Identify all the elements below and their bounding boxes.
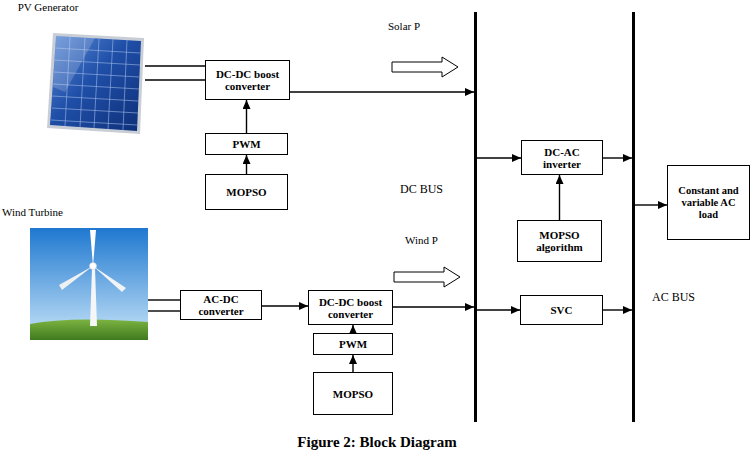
figure-caption: Figure 2: Block Diagram: [0, 434, 754, 451]
wind-turbine-illustration: [30, 228, 148, 340]
connector-arrow: [352, 325, 353, 333]
box-label: MOPSO algorithm: [521, 229, 598, 253]
connector-arrow: [352, 355, 353, 372]
node-label: AC BUS: [652, 290, 695, 305]
connector-arrow: [559, 175, 560, 220]
connector-arrow: [603, 309, 632, 310]
connector-arrow: [145, 66, 205, 80]
node-label: PV Generator: [17, 0, 79, 14]
wire-line: [145, 79, 205, 80]
flow-label: Wind P: [405, 234, 438, 246]
connector-arrow: [246, 155, 247, 174]
converter-box: DC-DC boost converter: [205, 60, 290, 100]
box-label: MOPSO: [226, 186, 266, 198]
box-label: DC-DC boost converter: [312, 296, 389, 320]
inverter-box: DC-AC inverter: [521, 140, 603, 175]
svc-box: SVC: [520, 295, 603, 325]
load-box: Constant and variable AC load: [667, 165, 750, 240]
connector-arrow: [603, 157, 632, 158]
wire-line: [145, 65, 205, 66]
box-label: DC-DC boost converter: [209, 68, 286, 92]
node-label: DC BUS: [400, 182, 443, 197]
power-flow-arrow: [390, 56, 462, 78]
power-flow-arrow: [392, 266, 464, 288]
ac-bus: AC BUS: [632, 12, 635, 422]
box-label: Constant and variable AC load: [671, 185, 746, 221]
box-label: SVC: [550, 304, 572, 316]
solar-panel-illustration: [45, 32, 145, 135]
connector-arrow: [477, 309, 520, 310]
controller-box: MOPSO algorithm: [517, 220, 602, 262]
converter-box: AC-DC converter: [180, 290, 262, 320]
pwm-box: PWM: [313, 333, 393, 355]
box-label: PWM: [232, 138, 260, 150]
box-label: MOPSO: [333, 388, 373, 400]
controller-box: MOPSO: [205, 174, 288, 210]
wind-turbine: Wind Turbine: [30, 228, 148, 340]
converter-box: DC-DC boost converter: [308, 290, 393, 325]
node-label: Wind Turbine: [2, 206, 63, 218]
connector-arrow: [393, 306, 474, 307]
wire-line: [148, 299, 180, 300]
connector-arrow: [246, 100, 247, 133]
connector-arrow: [290, 91, 474, 92]
connector-arrow: [148, 300, 180, 311]
box-label: DC-AC inverter: [525, 146, 599, 170]
flow-label: Solar P: [388, 20, 420, 32]
controller-box: MOPSO: [313, 372, 393, 415]
connector-arrow: [635, 204, 667, 205]
dc-bus: DC BUS: [474, 12, 477, 422]
connector-arrow: [477, 157, 521, 158]
connector-arrow: [262, 305, 308, 306]
pv-generator: PV Generator: [45, 32, 145, 135]
pwm-box: PWM: [205, 133, 288, 155]
wire-line: [148, 310, 180, 311]
box-label: AC-DC converter: [184, 293, 258, 317]
box-label: PWM: [339, 338, 367, 350]
